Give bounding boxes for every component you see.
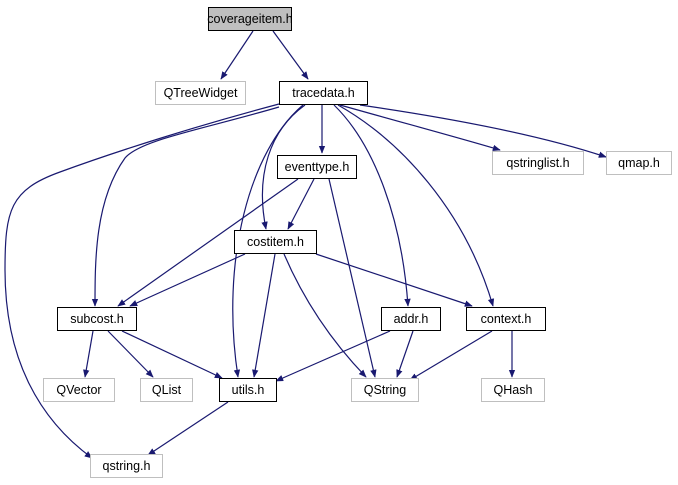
node-context-h[interactable]: context.h [466, 307, 546, 331]
node-utils-h[interactable]: utils.h [219, 378, 277, 402]
node-subcost-h[interactable]: subcost.h [57, 307, 137, 331]
edge-costitem-subcost [129, 253, 246, 307]
edge-coverageitem-qtreewidget [220, 30, 254, 80]
edge-addr-qstring [396, 330, 414, 378]
edge-eventtype-qstring [328, 178, 377, 378]
node-qstring: QString [351, 378, 419, 402]
edge-utils-qstring-h [147, 401, 229, 456]
edge-tracedata-qmap [359, 104, 607, 158]
node-addr-h[interactable]: addr.h [381, 307, 441, 331]
node-qlist: QList [140, 378, 193, 402]
edge-eventtype-subcost [117, 178, 299, 307]
edge-subcost-qlist [107, 330, 154, 378]
node-qmap-h: qmap.h [606, 151, 672, 175]
edge-eventtype-costitem [287, 178, 315, 230]
edge-tracedata-utils [232, 104, 304, 378]
node-tracedata-h[interactable]: tracedata.h [279, 81, 368, 105]
node-qstring-h: qstring.h [90, 454, 163, 478]
node-costitem-h[interactable]: costitem.h [234, 230, 317, 254]
node-qvector: QVector [43, 378, 115, 402]
edge-context-qstring [409, 330, 493, 381]
node-qtreewidget: QTreeWidget [155, 81, 246, 105]
edge-tracedata-context [337, 104, 495, 307]
edge-costitem-utils [252, 253, 276, 378]
edge-coverageitem-tracedata [272, 30, 309, 80]
node-qstringlist-h: qstringlist.h [492, 151, 584, 175]
edge-costitem-context [315, 253, 473, 307]
edge-tracedata-qstring-h [4, 103, 280, 459]
edge-tracedata-addr [333, 104, 411, 307]
edge-subcost-qvector [83, 330, 94, 378]
node-eventtype-h[interactable]: eventtype.h [277, 155, 357, 179]
edge-subcost-utils [121, 330, 223, 379]
edge-costitem-qstring [283, 253, 367, 378]
edge-tracedata-subcost [91, 106, 280, 307]
edge-addr-utils [275, 330, 391, 382]
node-coverageitem-h: coverageitem.h [207, 7, 293, 31]
edge-tracedata-qstringlist [339, 104, 501, 151]
node-qhash: QHash [481, 378, 545, 402]
